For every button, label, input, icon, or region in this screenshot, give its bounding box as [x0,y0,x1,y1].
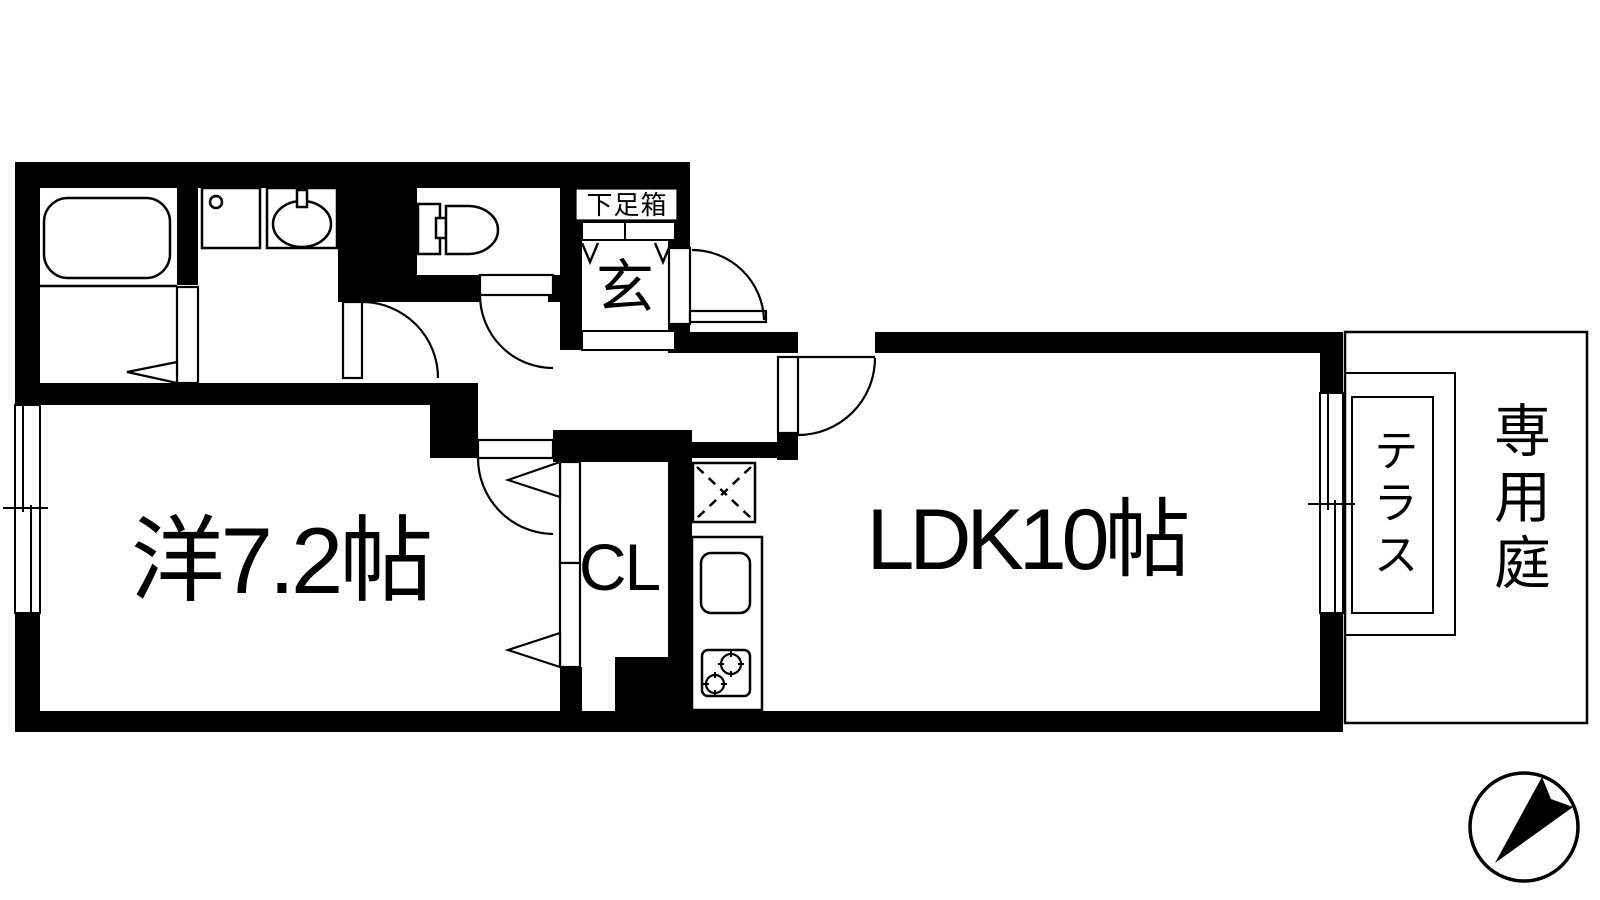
vanity-faucet [295,188,309,209]
shelf-mark [580,242,600,266]
door-leaf [341,300,364,380]
western-room-door [476,438,555,536]
wall-ldk-top-west [668,332,798,353]
label-private-garden: 専用庭 [1485,401,1550,599]
room-label-closet: CL [578,530,661,604]
kitchen-counter [690,535,764,712]
door-triangle [126,360,179,385]
entrance-step [581,330,676,351]
label-terrace: テラス [1366,427,1418,583]
wall-closet-bottom-left [560,667,582,711]
vanity-sink [265,186,339,250]
fixtures [40,186,764,712]
shoe-box-label-frame [573,186,680,223]
refrigerator-space [691,461,757,524]
shelf-mark [653,242,673,266]
gas-stove [700,648,752,698]
windows [3,392,1355,614]
ldk-door [776,355,877,437]
door-swing-arc [691,248,766,321]
wall-entrance-west [560,186,582,350]
walls [15,162,1343,732]
door-leaf [558,561,582,669]
wall-hall-step [430,383,478,458]
label-shoe-box: 下足箱 [586,190,668,220]
kitchen-sink [699,551,752,615]
door-leaf [776,355,800,435]
wall-bath-south [15,383,430,405]
door-swing-arc [797,357,877,437]
room-label-western-room: 洋7.2帖 [130,508,434,613]
washer-tap [208,194,224,210]
burner-ticks [703,651,744,696]
outdoor-areas [1343,330,1589,725]
refrigerator-cross [696,466,752,519]
door-swing-arc [478,294,554,370]
door-leaf [558,460,582,565]
washing-machine-space [200,186,262,250]
bathroom-folding-door [126,285,200,385]
toilet-door [478,273,555,370]
door-triangle [504,631,562,669]
wall-closet-bottom-right [615,657,668,711]
wall-washroom-toilet [338,188,417,302]
entrance-fittings [573,186,680,351]
toilet-spud [434,216,448,240]
door-leaf-open [688,309,768,324]
wall-pillar-right-bottom [1320,613,1343,732]
door-swing-arc [476,457,554,536]
wall-bath-divider [177,188,198,285]
bathtub [40,196,177,288]
washer-pan [200,186,262,250]
front-door [667,246,768,326]
wall-ldk-door-stub [777,433,798,460]
wall-bottom [15,711,1343,732]
closet-folding-doors [504,460,582,669]
wall-left-upper [15,186,40,405]
wall-top [15,162,690,188]
wall-pillar-right-top [1320,353,1343,393]
wall-hall-south-east [690,442,798,458]
sliding-window-east [1308,392,1355,614]
wall-ldk-top-east [875,332,1343,353]
bathtub-outline [42,196,172,280]
toilet [416,202,500,256]
compass-icon [1468,771,1580,883]
washroom-door [341,300,440,380]
north-arrow [1495,777,1573,863]
door-frame [667,246,692,326]
wall-toilet-south [417,275,480,302]
door-triangle [504,460,562,499]
wall-hall-south [553,430,692,462]
sliding-window-west [3,404,48,614]
door-leaf [175,285,200,385]
shoe-cabinet [581,221,676,241]
terrace-outer-outline [1344,372,1456,636]
door-leaf [476,438,555,460]
doors [126,246,877,669]
door-swing-arc [361,300,440,379]
room-label-ldk: LDK10帖 [866,492,1191,588]
toilet-bowl [444,204,500,256]
terrace-inner-outline [1351,396,1434,614]
door-leaf [478,273,555,297]
wall-closet-kitchen [668,458,692,711]
room-label-entrance: 玄 [595,255,655,320]
